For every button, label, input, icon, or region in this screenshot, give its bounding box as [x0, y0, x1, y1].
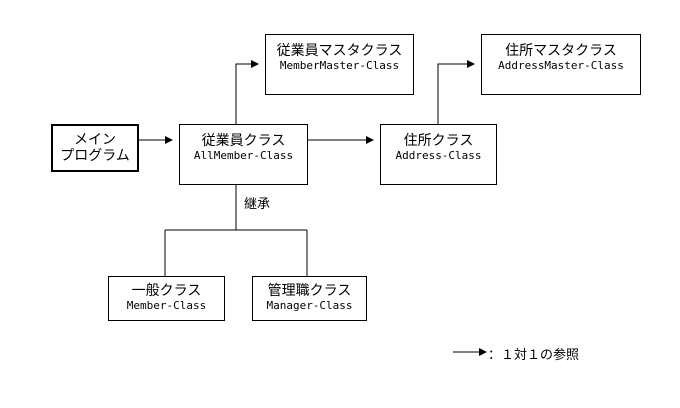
- allmember-class-box: 従業員クラス AllMember-Class: [179, 124, 308, 185]
- member-class-en: Member-Class: [126, 299, 207, 312]
- manager-class-jp: 管理職クラス: [267, 283, 352, 299]
- member-class-jp: 一般クラス: [131, 283, 202, 299]
- main-program-box: メイン プログラム: [51, 124, 139, 172]
- main-program-label-2: プログラム: [60, 148, 130, 164]
- address-class-box: 住所クラス Address-Class: [380, 124, 497, 185]
- address-class-en: Address-Class: [395, 149, 482, 162]
- allmember-class-en: AllMember-Class: [193, 149, 294, 162]
- main-program-label-1: メイン: [74, 132, 116, 148]
- manager-class-en: Manager-Class: [266, 299, 353, 312]
- address-class-jp: 住所クラス: [403, 133, 474, 149]
- membermaster-class-jp: 従業員マスタクラス: [276, 43, 403, 59]
- allmember-class-jp: 従業員クラス: [201, 133, 286, 149]
- legend-text: ：１対１の参照: [488, 348, 580, 363]
- addressmaster-class-box: 住所マスタクラス AddressMaster-Class: [481, 34, 641, 95]
- manager-class-box: 管理職クラス Manager-Class: [252, 276, 367, 321]
- member-class-box: 一般クラス Member-Class: [108, 276, 225, 321]
- membermaster-class-box: 従業員マスタクラス MemberMaster-Class: [265, 34, 414, 95]
- inheritance-label: 継承: [244, 197, 271, 212]
- membermaster-class-en: MemberMaster-Class: [279, 59, 400, 72]
- addressmaster-class-jp: 住所マスタクラス: [505, 43, 617, 59]
- arrow-address-to-addressmaster: [437, 60, 475, 124]
- arrow-allmember-to-membermaster: [235, 60, 259, 124]
- addressmaster-class-en: AddressMaster-Class: [498, 59, 624, 72]
